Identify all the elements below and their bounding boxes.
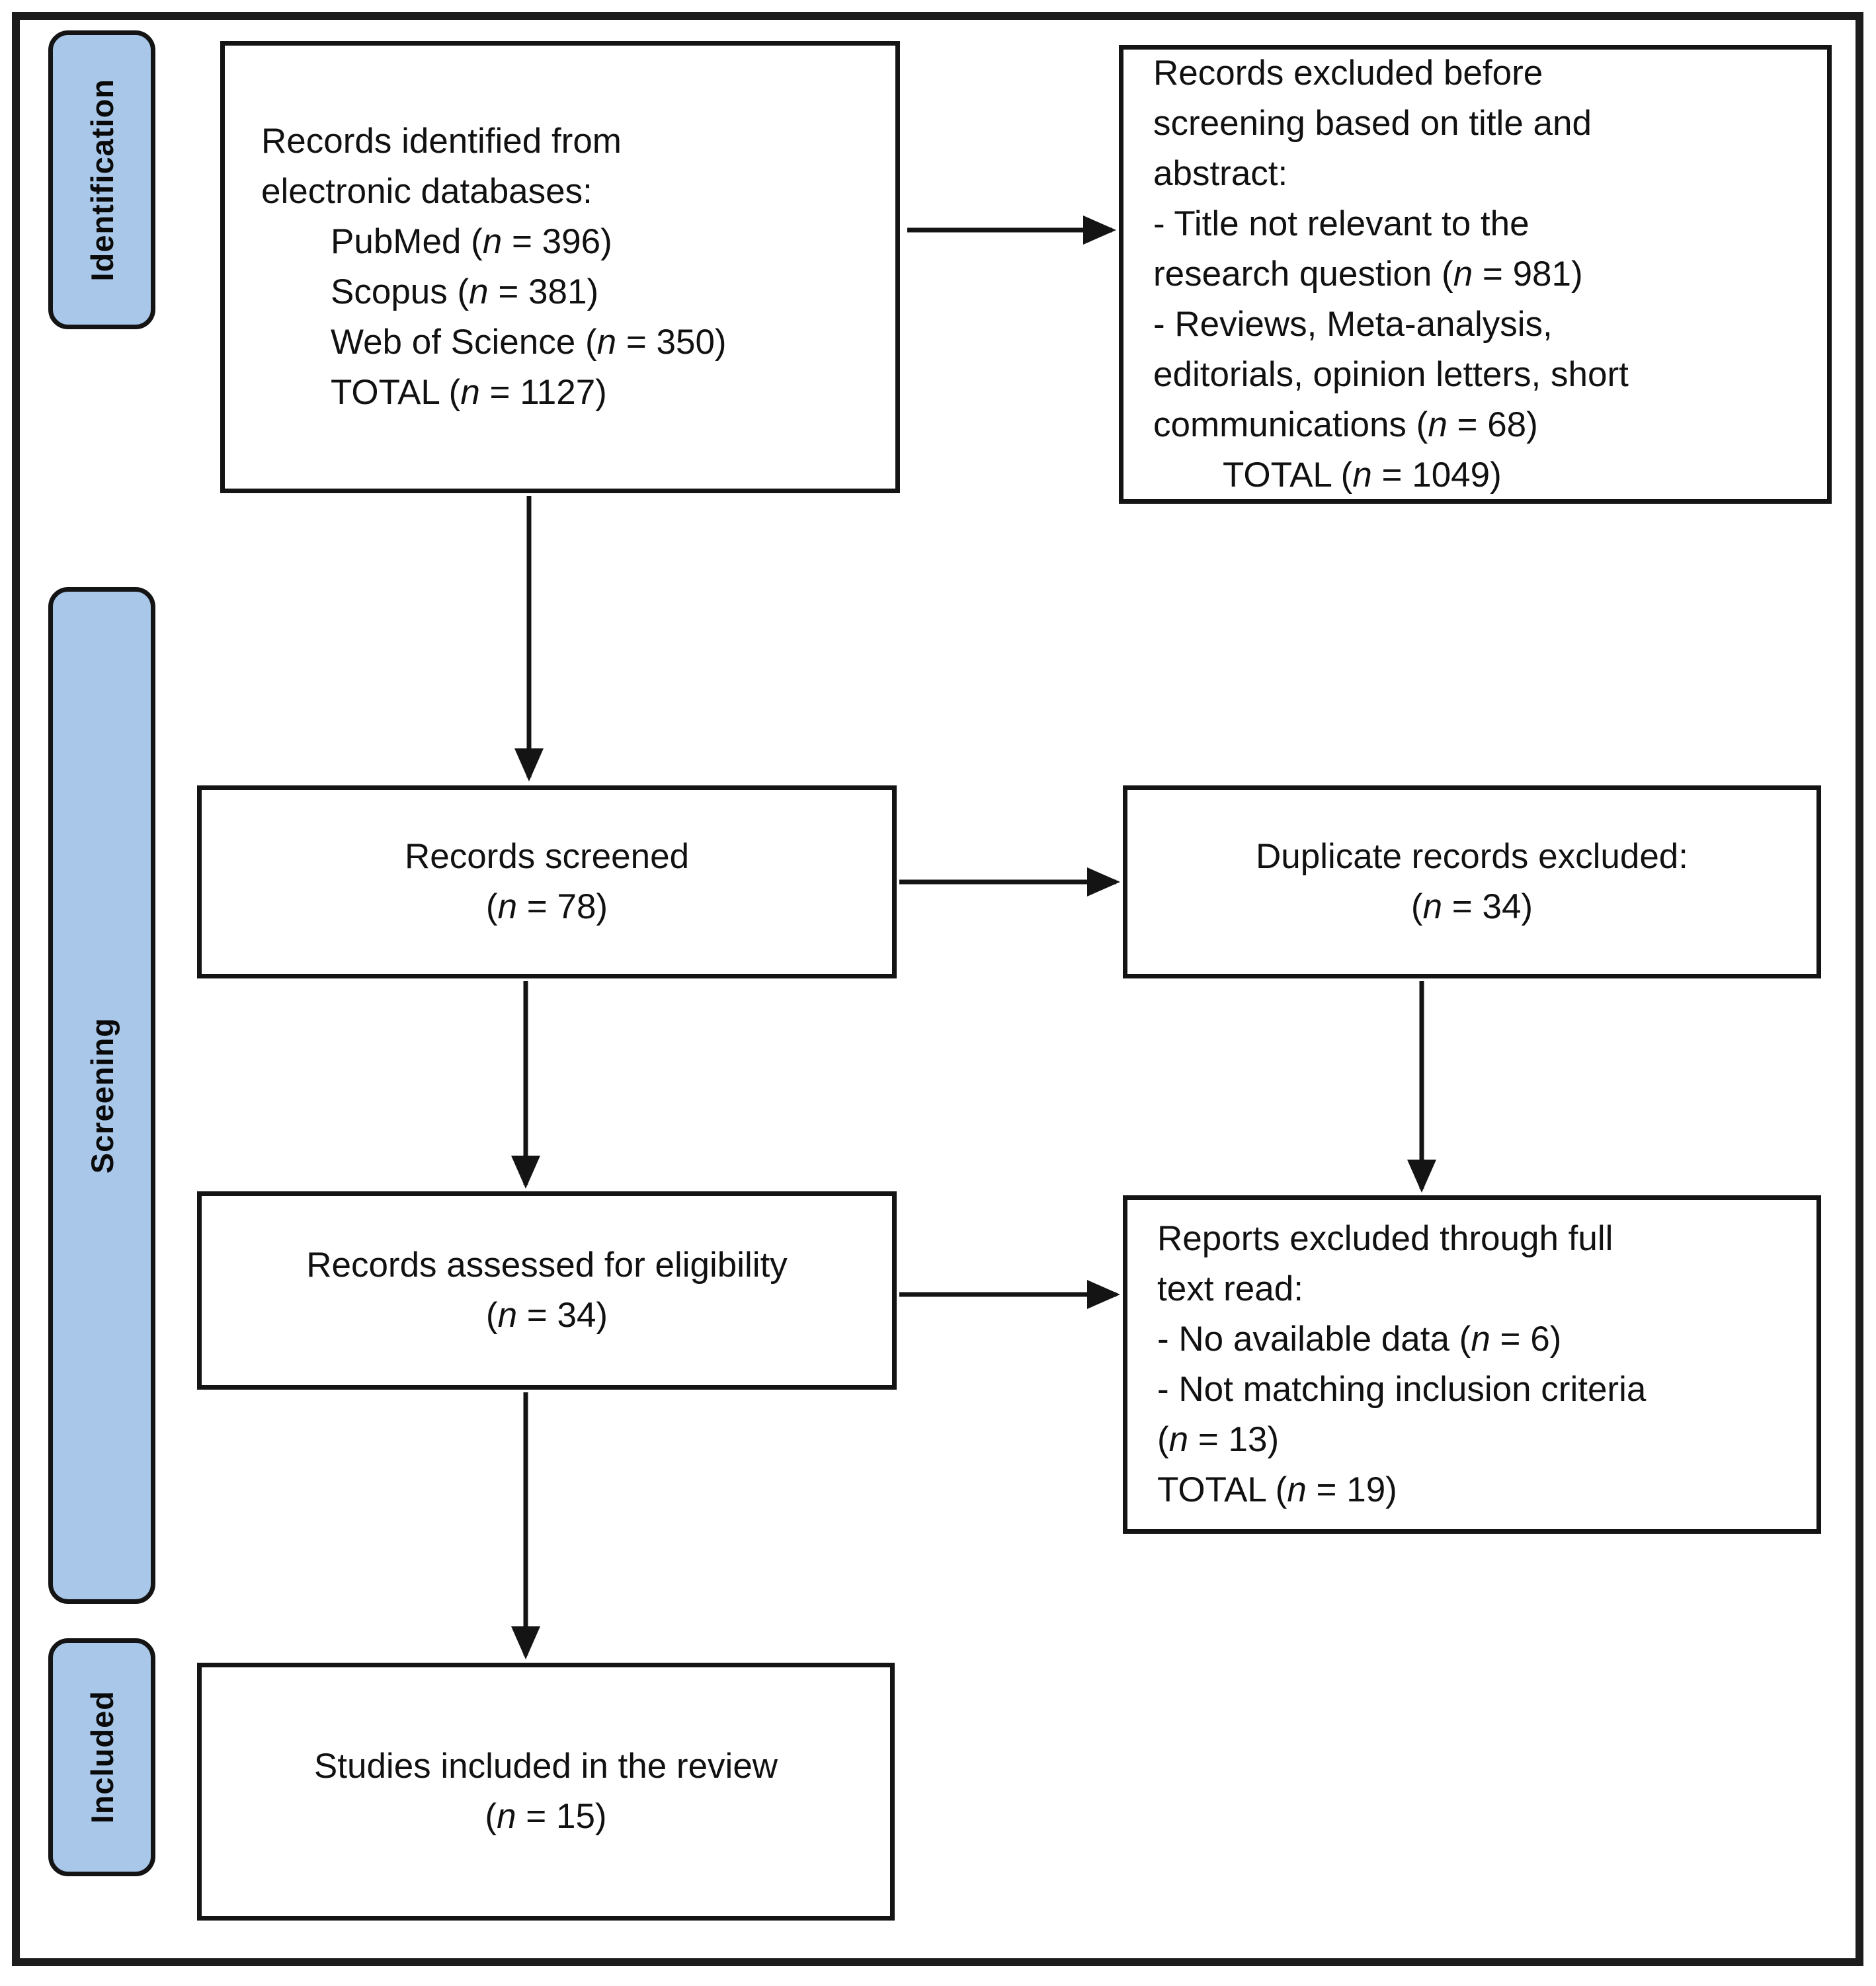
text-line: (n = 34) <box>485 1296 608 1335</box>
text-line: communications (n = 68) <box>1153 405 1538 444</box>
text-line: Duplicate records excluded: <box>1255 837 1688 876</box>
text-line: PubMed (n = 396) <box>331 222 612 261</box>
text-line: Studies included in the review <box>313 1747 778 1786</box>
stage-label-text: Included <box>84 1690 120 1824</box>
stage-label-identification: Identification <box>48 30 155 329</box>
text-line: - Title not relevant to the <box>1153 204 1529 243</box>
stage-label-text: Screening <box>84 1017 120 1174</box>
text-line: screening based on title and <box>1153 104 1592 143</box>
text-line: TOTAL (n = 1049) <box>1223 456 1502 495</box>
text-line: text read: <box>1157 1269 1303 1308</box>
text-line: (n = 78) <box>485 887 608 926</box>
text-line: electronic databases: <box>261 172 592 211</box>
records-excluded-before-screening-box: Records excluded before screening based … <box>1119 45 1832 504</box>
records-screened-box: Records screened (n = 78) <box>197 785 897 978</box>
text-line: research question (n = 981) <box>1153 255 1583 294</box>
records-identified-box: Records identified from electronic datab… <box>220 41 900 493</box>
text-line: Records identified from <box>261 122 622 161</box>
text-line: (n = 13) <box>1157 1420 1280 1459</box>
text-line: - No available data (n = 6) <box>1157 1320 1562 1359</box>
text-line: (n = 15) <box>485 1797 607 1836</box>
text-line: Web of Science (n = 350) <box>331 323 727 362</box>
text-line: TOTAL (n = 19) <box>1157 1470 1397 1509</box>
studies-included-box: Studies included in the review (n = 15) <box>197 1663 895 1921</box>
stage-label-text: Identification <box>84 78 120 282</box>
text-line: Scopus (n = 381) <box>331 272 599 311</box>
text-line: editorials, opinion letters, short <box>1153 355 1629 394</box>
records-assessed-box: Records assessed for eligibility (n = 34… <box>197 1191 897 1390</box>
text-line: abstract: <box>1153 154 1288 193</box>
reports-excluded-fulltext-box: Reports excluded through full text read:… <box>1123 1195 1821 1534</box>
duplicate-records-excluded-box: Duplicate records excluded: (n = 34) <box>1123 785 1821 978</box>
stage-label-screening: Screening <box>48 587 155 1604</box>
text-line: Reports excluded through full <box>1157 1219 1613 1258</box>
text-line: - Not matching inclusion criteria <box>1157 1370 1647 1409</box>
text-line: - Reviews, Meta-analysis, <box>1153 305 1553 344</box>
stage-label-included: Included <box>48 1638 155 1876</box>
text-line: Records excluded before <box>1153 54 1543 93</box>
text-line: Records assessed for eligibility <box>306 1246 788 1285</box>
text-line: TOTAL (n = 1127) <box>331 373 607 412</box>
text-line: (n = 34) <box>1410 887 1533 926</box>
text-line: Records screened <box>404 837 690 876</box>
